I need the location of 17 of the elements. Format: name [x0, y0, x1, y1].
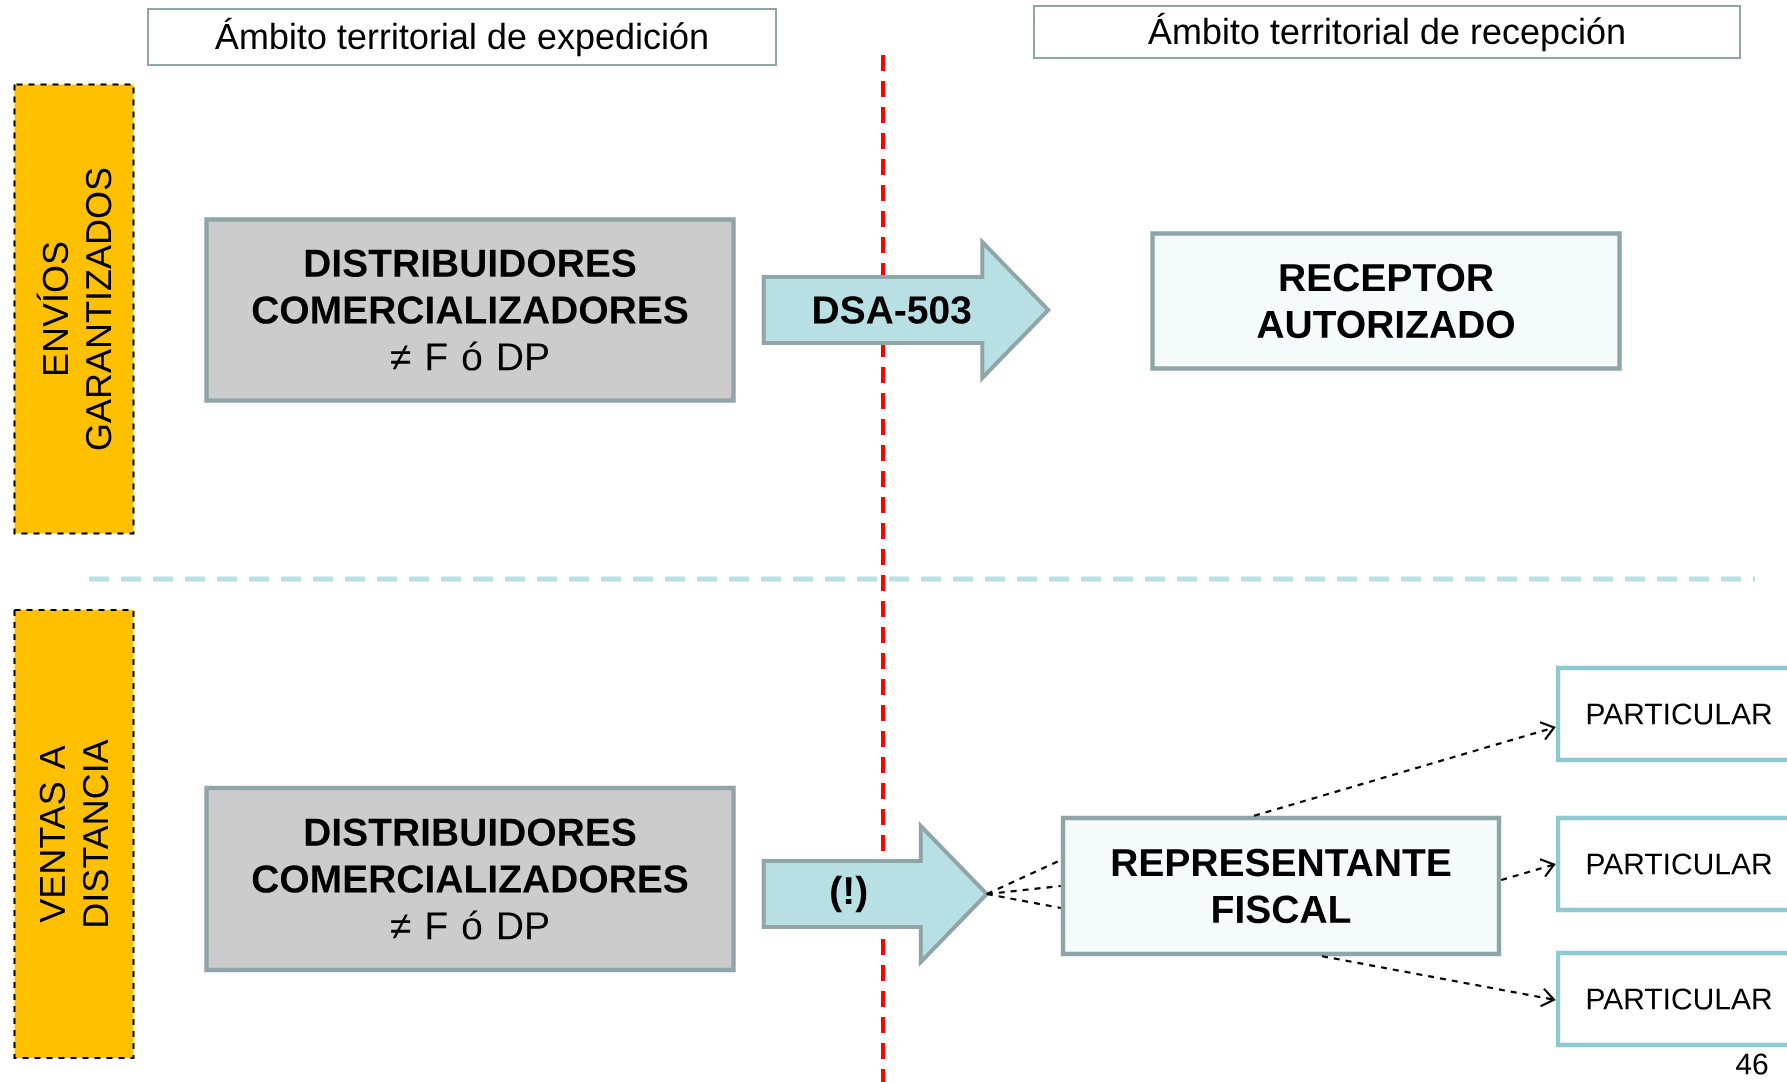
process-box: RECEPTOR AUTORIZADO [1150, 231, 1622, 371]
recipient-box: PARTICULAR [1555, 950, 1787, 1048]
header-box: Ámbito territorial de recepción [1033, 5, 1741, 59]
category-band: ENVÍOS GARANTIZADOS [13, 83, 135, 535]
header-box: Ámbito territorial de expedición [147, 8, 777, 66]
process-box: REPRESENTANTE FISCAL [1060, 815, 1502, 957]
edge-label: (!) [825, 871, 873, 917]
recipient-box: PARTICULAR [1555, 815, 1787, 913]
process-box: DISTRIBUIDORES COMERCIALIZADORES ≠ F ó DP [204, 785, 736, 973]
arrow [1253, 721, 1556, 817]
arrow [1321, 955, 1556, 1008]
block-arrow [761, 821, 990, 967]
edge-label: DSA-503 [807, 292, 976, 328]
category-band: VENTAS A DISTANCIA [13, 609, 135, 1059]
recipient-box: PARTICULAR [1555, 665, 1787, 763]
process-box: DISTRIBUIDORES COMERCIALIZADORES ≠ F ó DP [204, 217, 736, 403]
arrow [1500, 858, 1556, 882]
